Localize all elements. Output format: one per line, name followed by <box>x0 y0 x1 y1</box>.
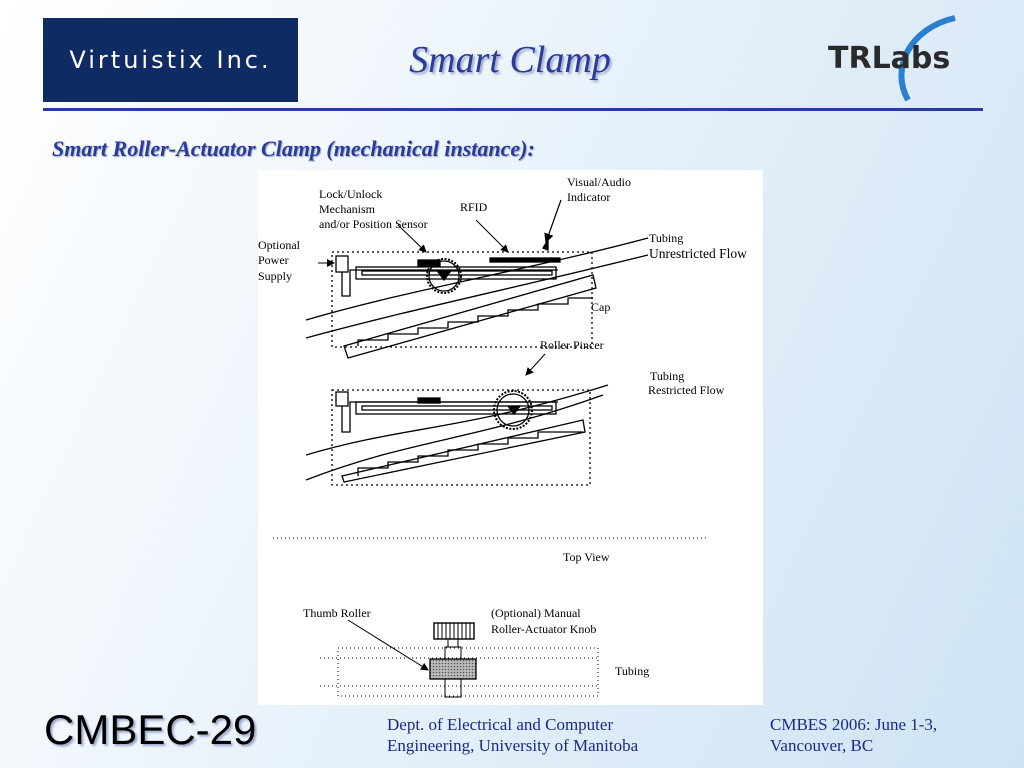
roller-pincer-wheel <box>493 390 533 430</box>
indicator-mark <box>542 237 549 251</box>
power-connector <box>335 255 349 273</box>
trlabs-swoosh-icon <box>898 15 956 102</box>
label-mechanism: Mechanism <box>319 202 376 216</box>
tubing-mid-line-1 <box>305 384 609 456</box>
roller-wheel <box>426 258 462 294</box>
conference-date-line-1: CMBES 2006: June 1-3, <box>770 715 938 734</box>
clamp-restricted <box>305 384 609 486</box>
label-unrestricted-flow: Unrestricted Flow <box>649 246 747 261</box>
department-line-1: Dept. of Electrical and Computer <box>387 715 614 734</box>
label-tubing-top: Tubing <box>649 231 683 245</box>
label-thumb-roller: Thumb Roller <box>303 606 371 620</box>
clamp-unrestricted <box>305 237 649 359</box>
virtuistix-logo: Virtuistix Inc. <box>43 18 298 102</box>
ramp-base <box>343 274 597 359</box>
top-view-assembly <box>320 622 599 698</box>
title-rule <box>43 108 983 111</box>
department-credit: Dept. of Electrical and Computer Enginee… <box>387 714 638 756</box>
label-restricted-flow: Restricted Flow <box>648 383 725 397</box>
trlabs-logo-text: TRLabs <box>828 41 950 76</box>
tubing-top-line-1 <box>305 237 649 321</box>
label-power: Power <box>258 253 289 267</box>
department-line-2: Engineering, University of Manitoba <box>387 736 639 755</box>
conference-date: CMBES 2006: June 1-3, Vancouver, BC <box>770 714 937 756</box>
trlabs-logo: TRLabs <box>828 15 956 102</box>
label-supply: Supply <box>258 269 292 283</box>
label-manual-knob-1: (Optional) Manual <box>491 606 581 620</box>
tubing-top-line-2 <box>305 254 649 339</box>
label-lock-unlock: Lock/Unlock <box>319 187 382 201</box>
conference-date-line-2: Vancouver, BC <box>770 736 874 755</box>
clamp-diagram: Visual/Audio Indicator Lock/Unlock Mecha… <box>258 170 763 705</box>
label-position-sensor: and/or Position Sensor <box>319 217 428 231</box>
clamp-diagram-svg: Visual/Audio Indicator Lock/Unlock Mecha… <box>258 175 747 698</box>
label-rfid: RFID <box>460 200 488 214</box>
label-visual-audio: Visual/Audio <box>567 175 631 189</box>
conference-id: CMBEC-29 <box>44 706 257 753</box>
label-indicator: Indicator <box>567 190 610 204</box>
power-connector-2 <box>335 391 349 407</box>
label-optional: Optional <box>258 238 301 252</box>
label-tubing-bottom: Tubing <box>615 664 649 678</box>
lock-mechanism-block <box>417 259 441 267</box>
tubing-mid-line-2 <box>305 394 604 481</box>
slide-title: Smart Clamp <box>409 39 611 81</box>
thumb-roller <box>429 658 477 680</box>
clamp-slot-outer <box>355 266 557 280</box>
top-view-cap-outline <box>337 647 599 697</box>
label-tubing-mid: Tubing <box>650 369 684 383</box>
cap-outline-dotted-2 <box>331 389 591 486</box>
cap-outline-dotted <box>331 251 593 348</box>
label-roller-pincer: Roller Pincer <box>540 338 604 352</box>
ramp-steps <box>357 297 593 346</box>
label-cap: Cap <box>591 300 610 314</box>
clamp-slot-inner <box>361 270 553 276</box>
label-top-view: Top View <box>563 550 610 564</box>
slide-subtitle: Smart Roller-Actuator Clamp (mechanical … <box>52 136 535 161</box>
label-manual-knob-2: Roller-Actuator Knob <box>491 622 596 636</box>
clamp-frame-left <box>341 269 558 297</box>
